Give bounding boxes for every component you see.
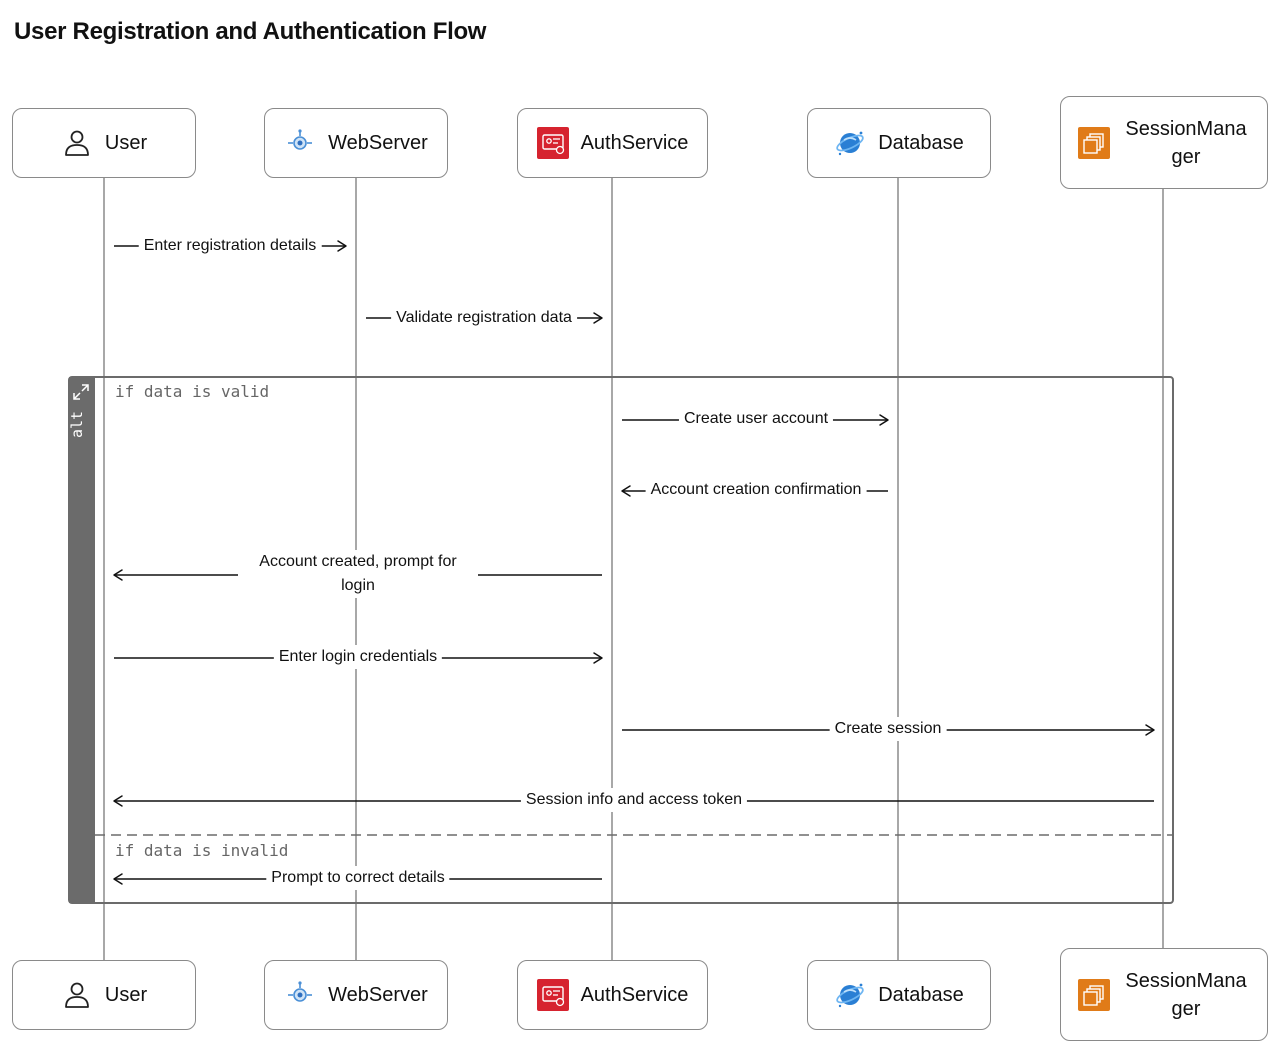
message-label-8: Session info and access token bbox=[520, 788, 748, 812]
message-label-7: Create session bbox=[829, 717, 947, 741]
authservice-icon bbox=[536, 127, 569, 159]
message-label-5: Account created, prompt for login bbox=[238, 550, 478, 598]
participant-database-top[interactable]: Database bbox=[807, 108, 991, 178]
participant-name: User bbox=[104, 984, 148, 1006]
authservice-icon bbox=[536, 979, 569, 1011]
webserver-icon bbox=[288, 129, 313, 150]
participant-user-bottom[interactable]: User bbox=[12, 960, 196, 1030]
message-label-2: Validate registration data bbox=[391, 306, 577, 330]
alt-fragment-type: alt bbox=[68, 410, 86, 438]
arrowhead-3 bbox=[879, 414, 889, 426]
participant-name: Database bbox=[878, 984, 964, 1006]
session-manager-icon bbox=[1078, 126, 1110, 159]
guard-valid: if data is valid bbox=[113, 382, 272, 401]
arrowhead-6 bbox=[593, 652, 603, 664]
arrowhead-1 bbox=[337, 240, 347, 252]
arrowhead-4 bbox=[621, 485, 631, 497]
arrowhead-7 bbox=[1145, 724, 1155, 736]
arrowhead-9 bbox=[113, 873, 123, 885]
message-label-6: Enter login credentials bbox=[273, 645, 443, 669]
participant-name: User bbox=[104, 132, 148, 154]
participant-name: WebServer bbox=[328, 132, 428, 154]
participant-webserver-bottom[interactable]: WebServer bbox=[264, 960, 448, 1030]
participant-webserver-top[interactable]: WebServer bbox=[264, 108, 448, 178]
user-icon bbox=[64, 130, 89, 156]
database-icon bbox=[836, 131, 864, 156]
participant-name: AuthService bbox=[580, 132, 689, 154]
participant-name: SessionManager bbox=[1125, 117, 1247, 168]
participant-name: WebServer bbox=[328, 984, 428, 1006]
arrowhead-5 bbox=[113, 569, 123, 581]
alt-fragment-label: alt bbox=[68, 410, 92, 446]
participant-name: SessionManager bbox=[1125, 969, 1247, 1020]
message-label-1: Enter registration details bbox=[138, 234, 322, 258]
alt-expand-icon[interactable] bbox=[72, 383, 90, 401]
alt-fragment-frame bbox=[68, 376, 1174, 904]
participant-authservice-bottom[interactable]: AuthService bbox=[517, 960, 708, 1030]
participant-database-bottom[interactable]: Database bbox=[807, 960, 991, 1030]
webserver-icon bbox=[288, 981, 313, 1002]
participant-sessionmanager-bottom[interactable]: SessionManager bbox=[1060, 948, 1268, 1041]
arrowhead-8 bbox=[113, 795, 123, 807]
diagram-title: User Registration and Authentication Flo… bbox=[14, 18, 487, 45]
participant-name: AuthService bbox=[580, 984, 689, 1006]
user-icon bbox=[64, 982, 89, 1008]
database-icon bbox=[836, 983, 864, 1008]
participant-sessionmanager-top[interactable]: SessionManager bbox=[1060, 96, 1268, 189]
participant-authservice-top[interactable]: AuthService bbox=[517, 108, 708, 178]
participant-name: Database bbox=[878, 132, 964, 154]
message-label-3: Create user account bbox=[678, 407, 834, 431]
message-label-9: Prompt to correct details bbox=[266, 866, 450, 890]
session-manager-icon bbox=[1078, 978, 1110, 1011]
message-label-4: Account creation confirmation bbox=[645, 478, 867, 502]
guard-invalid: if data is invalid bbox=[113, 841, 291, 860]
arrowhead-2 bbox=[593, 312, 603, 324]
alt-fragment-tab bbox=[69, 377, 95, 903]
participant-user-top[interactable]: User bbox=[12, 108, 196, 178]
